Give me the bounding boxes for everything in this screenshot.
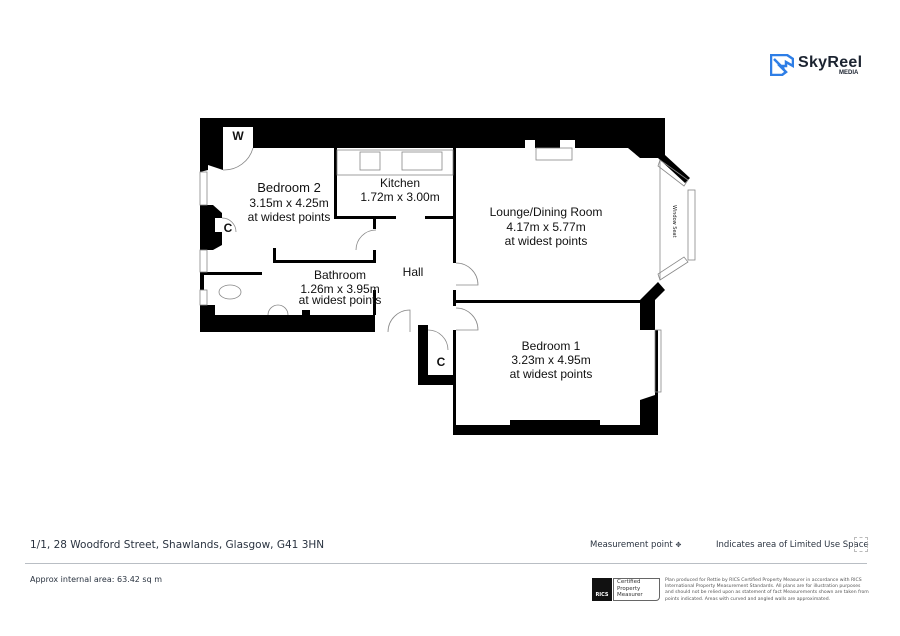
measurement-point-icon: ✥ (675, 541, 682, 549)
divider (25, 563, 867, 564)
rics-logo: RICS (592, 578, 612, 601)
limited-use-swatch (854, 537, 868, 552)
lounge-note: at widest points (505, 234, 588, 248)
walls (200, 118, 690, 435)
limited-use-legend: Indicates area of Limited Use Space (716, 540, 869, 550)
bedroom1-name: Bedroom 1 (522, 339, 581, 353)
cupboard-label: C (224, 221, 233, 235)
cupboard-label: C (437, 355, 446, 369)
bedroom2-name: Bedroom 2 (257, 180, 321, 195)
bathroom-size: 1.26m x 3.95m (300, 282, 379, 296)
measurement-point-label: Measurement point (590, 540, 673, 550)
rics-line1: Certified (617, 579, 641, 585)
rics-line2: Property (617, 585, 641, 592)
rics-badge: RICS Certified Property Measurer (592, 578, 660, 601)
skyreel-logo-icon (770, 54, 794, 76)
measurement-point-legend: Measurement point ✥ (590, 540, 681, 550)
internal-area: Approx internal area: 63.42 sq m (30, 575, 163, 584)
lounge-size: 4.17m x 5.77m (506, 220, 585, 234)
rics-line3: Measurer (617, 592, 643, 598)
kitchen-size: 1.72m x 3.00m (360, 190, 439, 204)
bedroom2-size: 3.15m x 4.25m (249, 196, 328, 210)
hall-name: Hall (403, 265, 424, 279)
bedroom1-note: at widest points (510, 367, 593, 381)
bedroom2-note: at widest points (248, 210, 331, 224)
property-address: 1/1, 28 Woodford Street, Shawlands, Glas… (30, 539, 325, 551)
bathroom-note: at widest points (299, 293, 382, 307)
brand-name: SkyReel (798, 54, 863, 71)
fixtures (199, 147, 696, 393)
lounge-name: Lounge/Dining Room (490, 205, 603, 219)
window-seat-label: Window Seat (671, 205, 677, 238)
brand-sub: MEDIA (839, 70, 859, 76)
bedroom1-size: 3.23m x 4.95m (511, 353, 590, 367)
kitchen-name: Kitchen (380, 176, 420, 190)
disclaimer-text: Plan produced for Rettie by RICS Certifi… (665, 578, 869, 602)
bathroom-name: Bathroom (314, 268, 366, 282)
wardrobe-label: W (232, 129, 244, 143)
